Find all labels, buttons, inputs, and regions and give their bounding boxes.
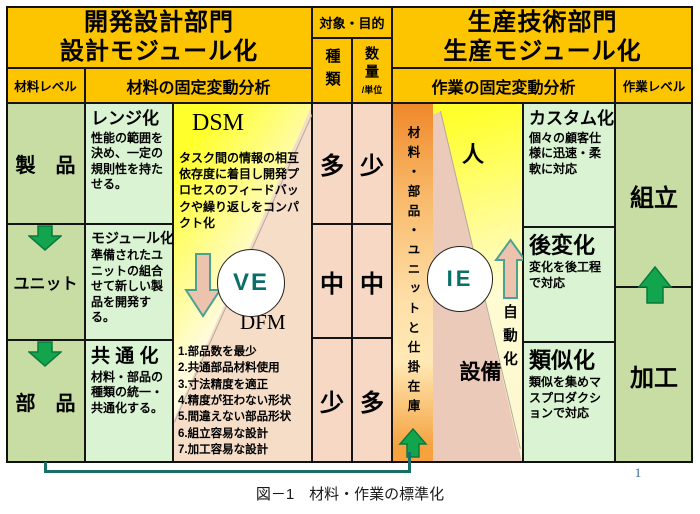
qty-few: 少 (360, 153, 384, 180)
range-title: レンジ化 (91, 109, 159, 128)
unit-label: ユニット (13, 276, 78, 293)
kind-mid: 中 (320, 270, 344, 298)
up-arrow-icon (398, 427, 428, 458)
module-title: モジュール化 (91, 230, 175, 246)
dfm-item: 3.寸法精度を適正 (178, 378, 269, 391)
design-analysis-column: DSM タスク間の情報の相互依存度に着目し開発プロセスのフィードバックや繰り返し… (173, 103, 315, 463)
equipment-label: 設備 (459, 361, 502, 384)
kind-many: 多 (320, 153, 344, 180)
up-arrow-icon (637, 265, 673, 304)
ie-label: IE (446, 266, 474, 291)
wip-strip-label: 材料・部品・ユニットと仕掛在庫 (405, 126, 420, 419)
wip-strip: 材料・部品・ユニットと仕掛在庫 (393, 104, 433, 462)
method-late-change: 後変化 変化を後工程で対応 (523, 227, 615, 342)
common-desc: 材料・部品の種類の統一・共通化する。 (91, 369, 164, 416)
kind-label: 種類 (323, 47, 341, 94)
method-common: 共 通 化 材料・部品の種類の統一・共通化する。 (85, 340, 173, 463)
kind-few-cell: 少 (312, 338, 352, 463)
down-arrow-icon (28, 225, 62, 251)
material-analysis-label: 材料の固定変動分析 (126, 79, 271, 97)
down-arrow-icon (28, 341, 62, 367)
dfm-item: 1.部品数を最少 (178, 346, 257, 358)
dfm-item: 6.組立容易な設計 (178, 427, 269, 440)
ve-circle: VE (217, 249, 285, 317)
late-change-title: 後変化 (529, 233, 596, 258)
work-analysis-label: 作業の固定変動分析 (431, 79, 576, 97)
dfm-item: 4.精度が狂わない形状 (178, 394, 292, 407)
range-desc: 性能の範囲を決め、一定の規則性を持たせる。 (91, 130, 164, 192)
qty-many: 多 (360, 390, 384, 417)
design-dept-subtitle: 設計モジュール化 (59, 38, 259, 65)
method-custom: カスタム化 個々の顧客仕様に迅速・柔軟に対応 (523, 103, 615, 227)
bracket-horizontal-segment (44, 470, 411, 473)
header-material-level: 材料レベル (6, 68, 85, 103)
similarity-title: 類似化 (529, 348, 596, 373)
design-dept-title: 開発設計部門 (84, 8, 234, 36)
human-label: 人 (461, 142, 484, 167)
module-desc: 準備されたユニットの組合せて新しい製品を開発する。 (91, 248, 164, 325)
custom-title: カスタム化 (529, 109, 614, 128)
kind-mid-cell: 中 (312, 224, 352, 338)
dfm-item: 5.間違えない部品形状 (178, 411, 292, 424)
product-label: 製 品 (15, 155, 76, 177)
header-quantity: 数量 /単位 (352, 38, 392, 103)
dfm-list: 1.部品数を最少 2.共通部品材料使用 3.寸法精度を適正 4.精度が狂わない形… (178, 344, 311, 458)
method-similarity: 類似化 類似を集めマスプロダクションで対応 (523, 342, 615, 463)
dfm-item: 2.共通部品材料使用 (178, 362, 280, 375)
header-target-purpose: 対象・目的 (312, 6, 392, 38)
material-level-label: 材料レベル (14, 80, 77, 94)
header-work-analysis: 作業の固定変動分析 (392, 68, 615, 103)
work-level-label: 作業レベル (622, 80, 686, 94)
work-level-assembly: 組立 (615, 103, 693, 287)
qty-mid-cell: 中 (352, 224, 392, 338)
common-title: 共 通 化 (91, 346, 159, 367)
late-change-desc: 変化を後工程で対応 (529, 260, 602, 290)
work-level-machining: 加工 (615, 287, 693, 463)
target-purpose-label: 対象・目的 (319, 15, 385, 31)
machining-label: 加工 (630, 364, 678, 392)
header-material-analysis: 材料の固定変動分析 (85, 68, 312, 103)
pink-down-arrow-icon (184, 253, 222, 318)
material-level-product: 製 品 (6, 103, 85, 224)
kind-many-cell: 多 (312, 103, 352, 224)
header-design-dept: 開発設計部門 設計モジュール化 (6, 6, 312, 68)
bracket-left-segment (44, 462, 47, 473)
page-number: 1 (634, 465, 642, 480)
header-kind: 種類 (312, 38, 352, 103)
header-production-dept: 生産技術部門 生産モジュール化 (392, 6, 693, 68)
method-range: レンジ化 性能の範囲を決め、一定の規則性を持たせる。 (85, 103, 173, 224)
dsm-title: DSM (192, 110, 245, 136)
part-label: 部 品 (15, 393, 76, 415)
ie-circle: IE (427, 246, 493, 312)
production-dept-title: 生産技術部門 (467, 8, 618, 36)
quantity-label: 数量 (364, 45, 380, 82)
bracket-right-segment (408, 452, 411, 473)
assembly-label: 組立 (630, 184, 678, 212)
dsm-desc: タスク間の情報の相互依存度に着目し開発プロセスのフィードバックや繰り返しをコンパ… (179, 151, 300, 230)
kind-few: 少 (320, 390, 344, 417)
ve-label: VE (232, 269, 269, 296)
similarity-desc: 類似を集めマスプロダクションで対応 (529, 375, 602, 421)
qty-many-cell: 多 (352, 338, 392, 463)
production-analysis-column: 材料・部品・ユニットと仕掛在庫 人 設備 自動化 IE (392, 103, 527, 463)
custom-desc: 個々の顧客仕様に迅速・柔軟に対応 (529, 130, 602, 176)
header-work-level: 作業レベル (615, 68, 693, 103)
figure-caption: 図－1 材料・作業の標準化 (255, 486, 445, 503)
quantity-unit-label: /単位 (361, 84, 383, 95)
qty-mid: 中 (360, 270, 384, 298)
dfm-item: 7.加工容易な設計 (178, 443, 269, 456)
method-module: モジュール化 準備されたユニットの組合せて新しい製品を開発する。 (85, 224, 175, 340)
automation-label: 自動化 (501, 304, 517, 375)
qty-few-cell: 少 (352, 103, 392, 224)
production-dept-subtitle: 生産モジュール化 (443, 38, 642, 65)
